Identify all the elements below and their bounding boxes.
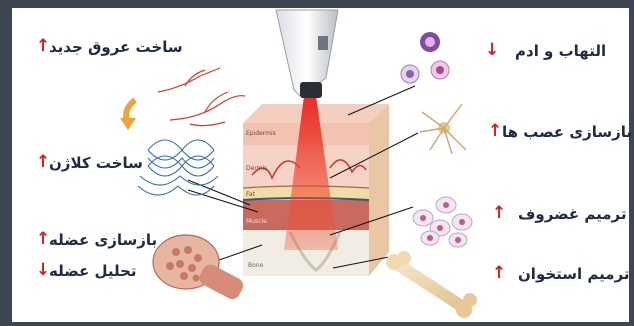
label-nerve-repair: بازسازی عصب ها (502, 123, 632, 141)
label-cartilage-repair: ترمیم غضروف (518, 205, 626, 223)
cartilage-cells-image (413, 197, 472, 247)
label-collagen: ساخت کلاژن (49, 154, 143, 172)
blood-vessels-image (158, 68, 245, 126)
layer-dermis: Dermis (246, 165, 267, 172)
label-bone-repair: ترمیم استخوان (518, 265, 630, 283)
layer-epidermis: Epidermis (246, 130, 276, 137)
muscle-bundle-image (153, 235, 246, 302)
arrow-up-cartilage: ↑ (492, 203, 506, 223)
laser-probe (276, 10, 338, 98)
arrow-up-nerve: ↑ (488, 121, 502, 141)
label-inflammation: التهاب و ادم (515, 42, 606, 60)
layer-bone: Bone (248, 262, 263, 269)
label-new-vessels: ساخت عروق جدید (49, 38, 183, 56)
arrow-up-bone: ↑ (492, 263, 506, 283)
layer-fat: Fat (246, 191, 255, 198)
inflammation-cells-image (401, 32, 449, 83)
arrow-down-inflammation: ↓ (485, 40, 499, 60)
bone-image (386, 251, 477, 318)
label-muscle-breakdown: تحلیل عضله (49, 262, 137, 280)
label-muscle-repair: بازسازی عضله (49, 231, 157, 249)
layer-muscle: Muscle (246, 218, 267, 225)
neuron-image (420, 104, 466, 154)
